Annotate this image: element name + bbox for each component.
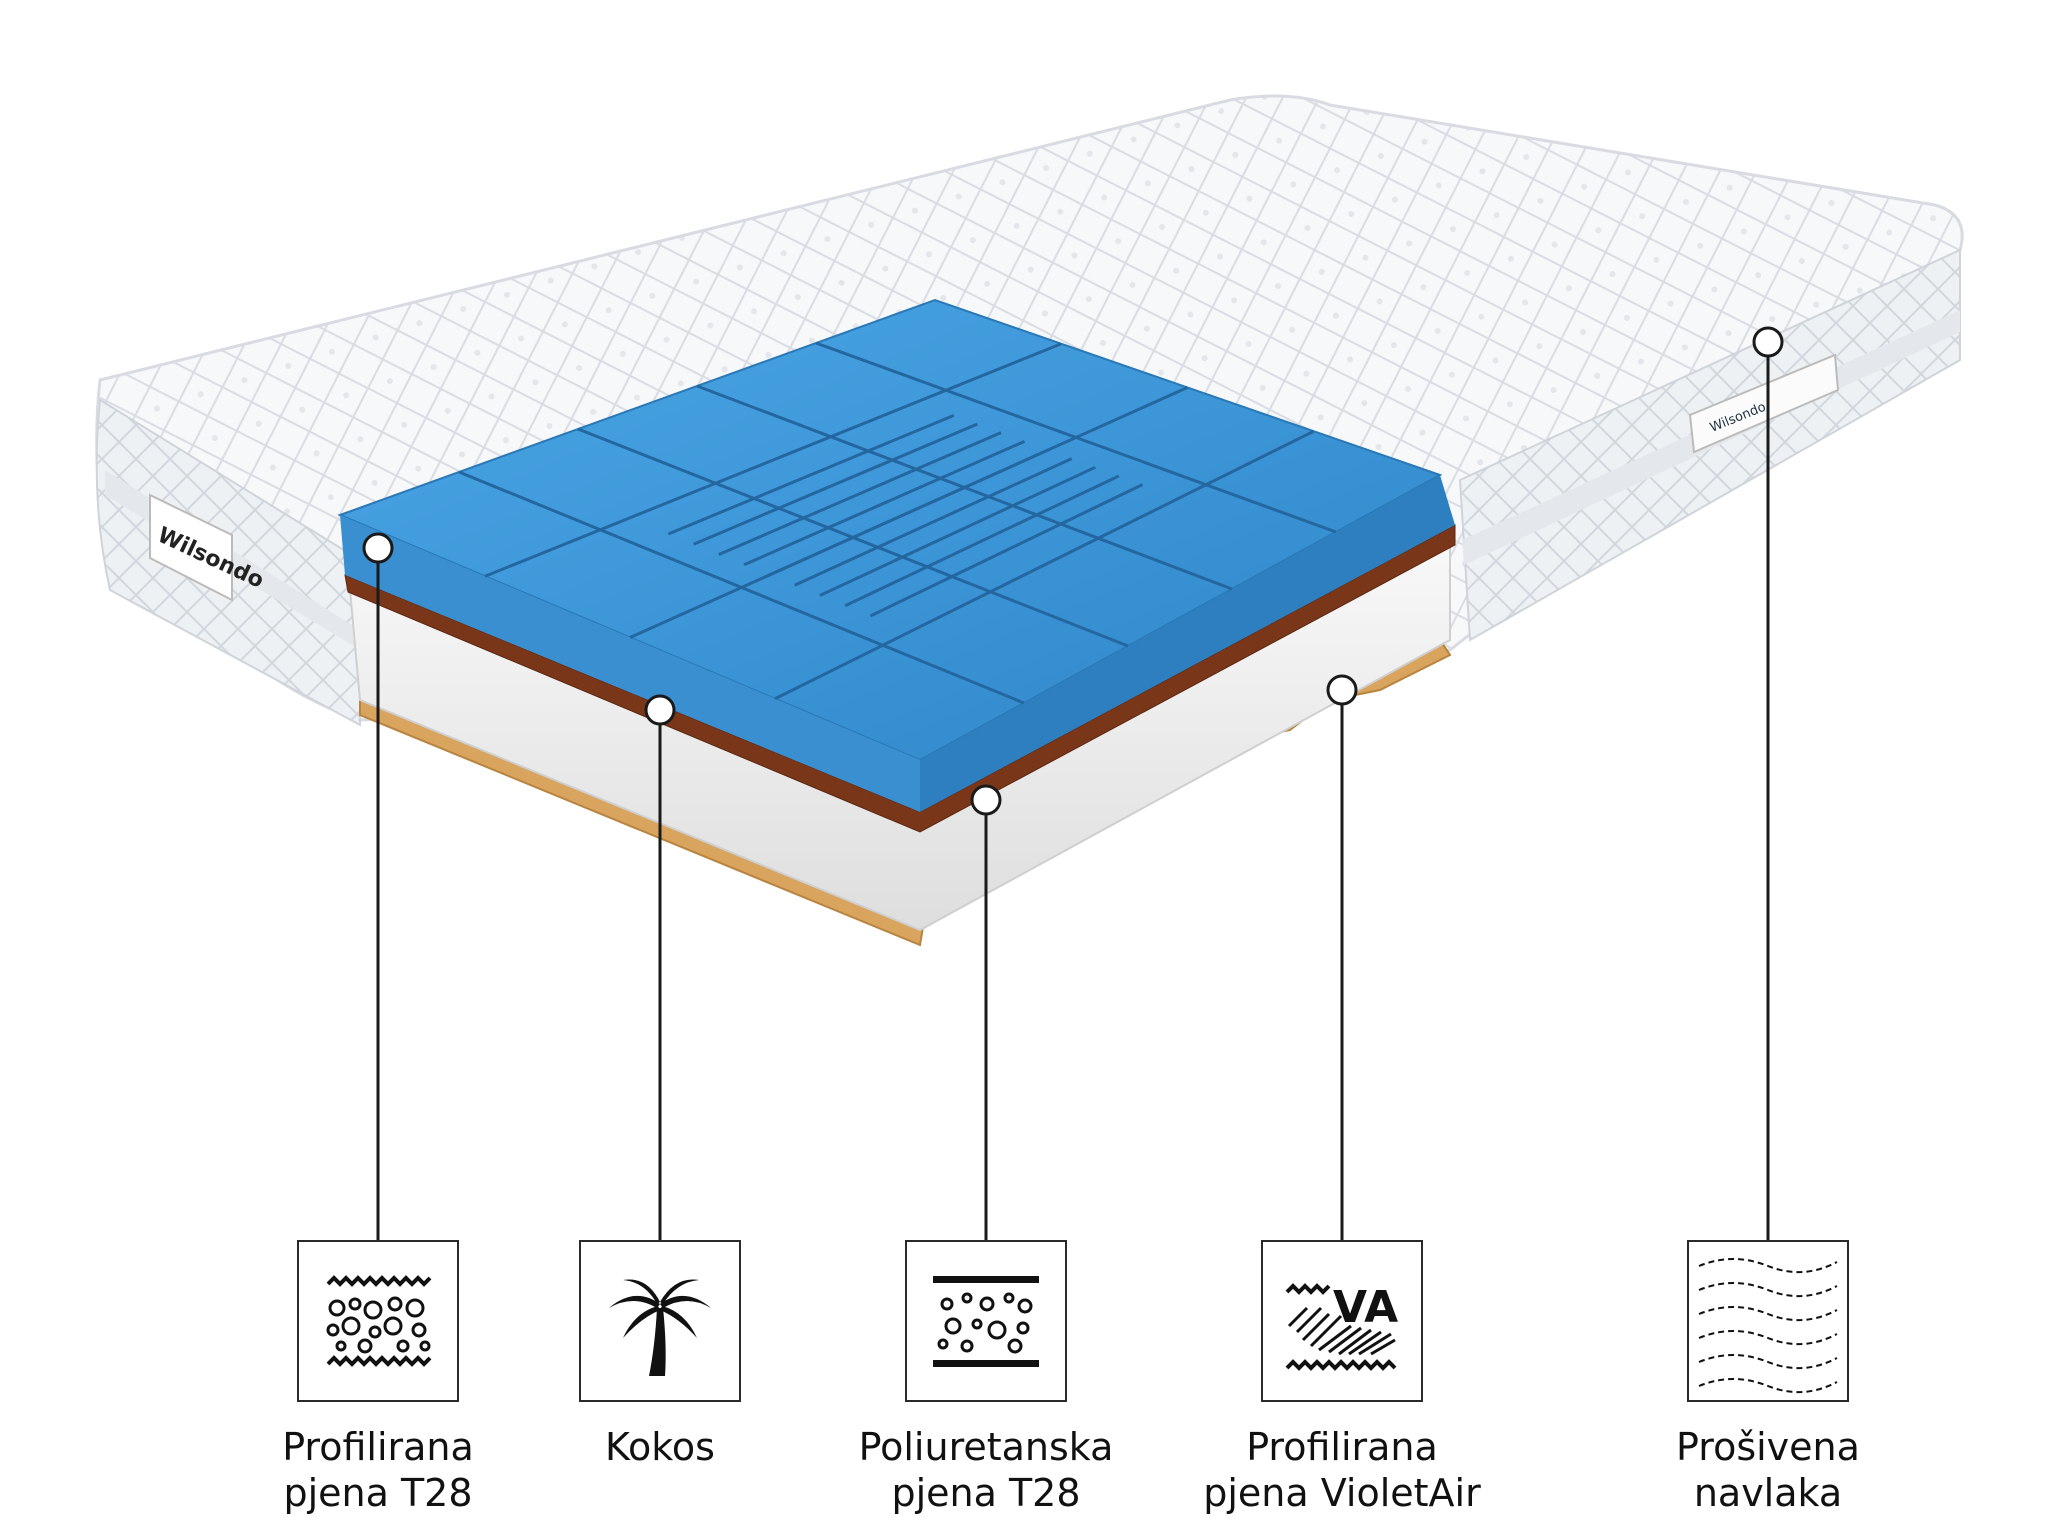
foam-fine-groove — [743, 439, 1026, 567]
foam-fine-groove — [794, 457, 1073, 587]
foam-bubbles-icon — [905, 1240, 1067, 1402]
foam-fine-groove — [667, 413, 955, 536]
foam-groove — [774, 429, 1315, 701]
foam-fine-groove — [768, 448, 1049, 577]
foam-groove — [484, 342, 1062, 578]
violetair-foam-icon: VA — [1261, 1240, 1423, 1402]
violetair-badge: VA — [1333, 1282, 1398, 1333]
foam-fine-groove — [693, 422, 979, 546]
foam-grooves — [458, 341, 1337, 705]
callouts — [362, 326, 1784, 1240]
quilted-cover-icon — [1687, 1240, 1849, 1402]
callout-profiled-foam-t28 — [362, 532, 394, 1240]
legend-coconut: Kokos — [500, 1240, 820, 1470]
foam-fine-groove — [844, 474, 1120, 608]
callout-polyurethane-foam-t28 — [970, 784, 1002, 1240]
palm-tree-icon — [579, 1240, 741, 1402]
foam-fine-groove — [869, 483, 1144, 618]
foam-fine-groove — [819, 465, 1096, 597]
egg-crate-foam-icon — [297, 1240, 459, 1402]
foam-fine-groove — [718, 431, 1002, 556]
callout-profiled-foam-violetair — [1326, 674, 1358, 1240]
legend-label: Kokos — [605, 1425, 715, 1469]
callout-coconut — [644, 694, 676, 1240]
callout-quilted-cover — [1752, 326, 1784, 1240]
cutaway-layers — [337, 298, 1456, 947]
